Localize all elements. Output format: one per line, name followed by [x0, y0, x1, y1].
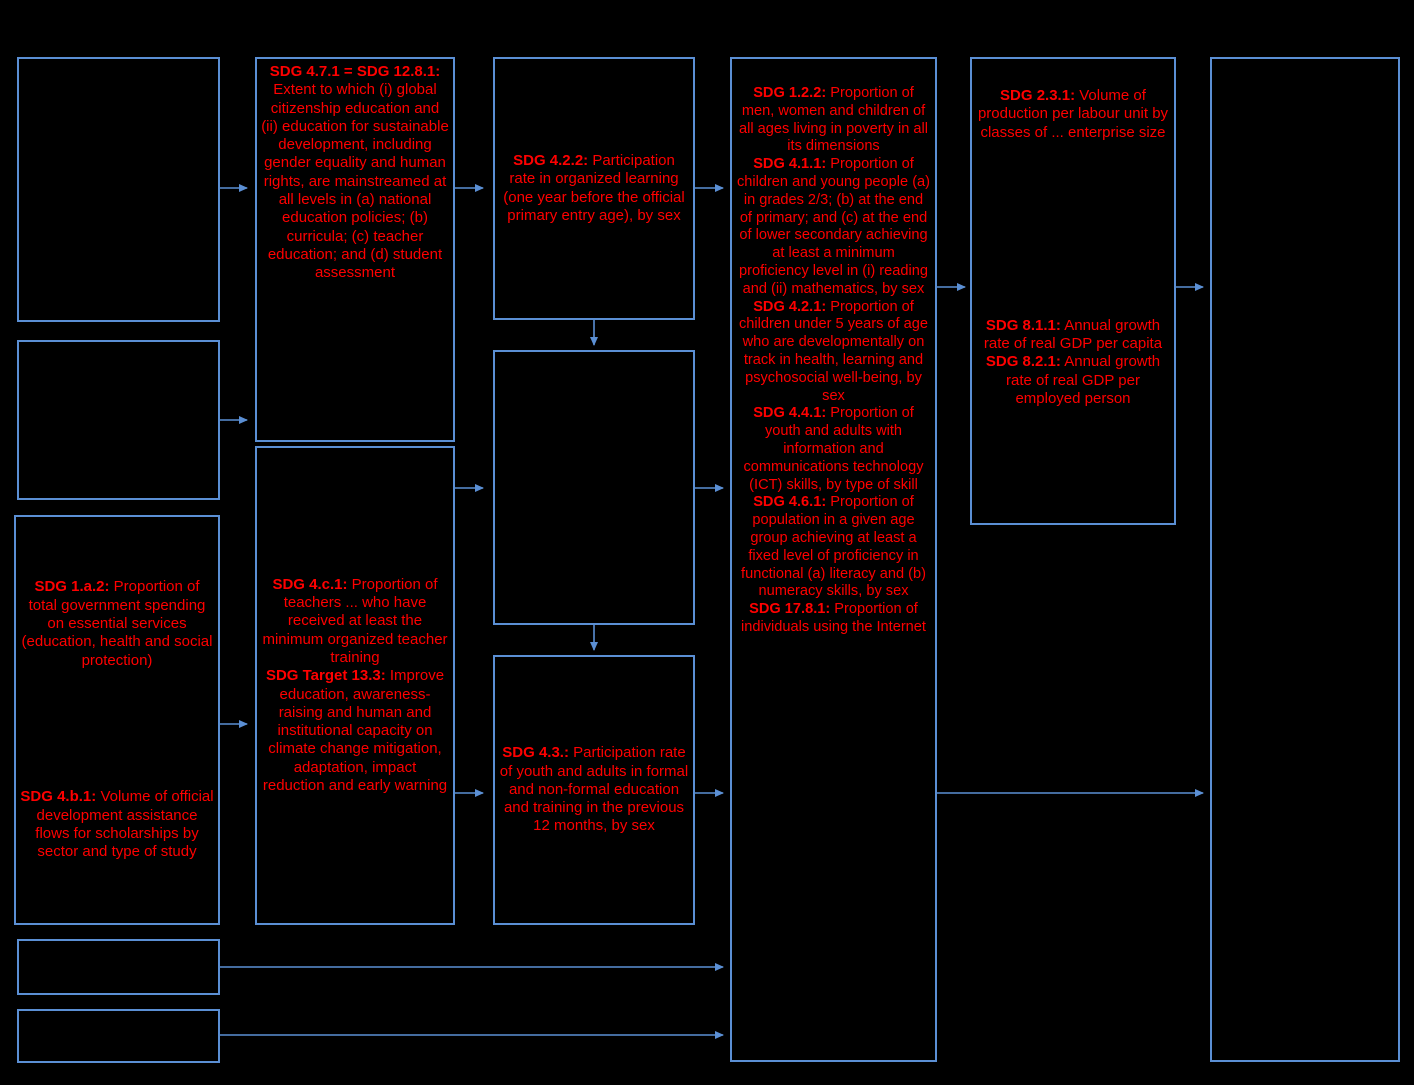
- box-col1-3-line-1: SDG 1.a.2: Proportion of total governmen…: [20, 578, 214, 669]
- sdg-text-422: Participation rate in organized learning…: [503, 151, 685, 224]
- box-col4-1-line-6: SDG 17.8.1: Proportion of individuals us…: [736, 601, 931, 637]
- sdg-label-43: SDG 4.3.:: [502, 744, 569, 762]
- box-col2-2-line-1: SDG 4.c.1: Proportion of teachers ... wh…: [261, 576, 449, 667]
- sdg-text-811: Annual growth rate of real GDP per capit…: [983, 316, 1163, 353]
- sdg-label-461: SDG 4.6.1:: [753, 494, 827, 511]
- box-col1-2[interactable]: [17, 340, 220, 500]
- box-col5-1-line-2: SDG 8.1.1: Annual growth rate of real GD…: [976, 317, 1170, 354]
- sdg-label-421: SDG 4.2.1:: [753, 298, 827, 315]
- sdg-label-441: SDG 4.4.1:: [753, 405, 827, 422]
- sdg-text-471: Extent to which (i) global citizenship e…: [261, 81, 449, 282]
- sdg-text-231: Volume of production per labour unit by …: [977, 87, 1169, 141]
- box-col3-2[interactable]: [493, 350, 695, 625]
- sdg-text-133: Improve education, awareness-raising and…: [262, 667, 448, 794]
- sdg-label-821: SDG 8.2.1:: [985, 353, 1061, 371]
- sdg-text-441: Proportion of youth and adults with info…: [743, 405, 924, 493]
- box-col2-2-line-2: SDG Target 13.3: Improve education, awar…: [261, 667, 449, 795]
- box-col1-3[interactable]: SDG 1.a.2: Proportion of total governmen…: [14, 515, 220, 925]
- box-col3-1[interactable]: SDG 4.2.2: Participation rate in organiz…: [493, 57, 695, 320]
- box-col4-1-line-3: SDG 4.2.1: Proportion of children under …: [736, 299, 931, 406]
- sdg-label-811: SDG 8.1.1:: [985, 316, 1061, 334]
- box-col2-1-line-1: SDG 4.7.1 = SDG 12.8.1: Extent to which …: [261, 63, 449, 283]
- sdg-text-461: Proportion of population in a given age …: [741, 494, 926, 600]
- sdg-text-421: Proportion of children under 5 years of …: [738, 298, 929, 404]
- box-col3-1-line-1: SDG 4.2.2: Participation rate in organiz…: [499, 152, 689, 225]
- box-col2-1[interactable]: SDG 4.7.1 = SDG 12.8.1: Extent to which …: [255, 57, 455, 442]
- box-col3-3-line-1: SDG 4.3.: Participation rate of youth an…: [499, 744, 689, 835]
- box-col4-1[interactable]: SDG 1.2.2: Proportion of men, women and …: [730, 57, 937, 1062]
- box-col1-5[interactable]: [17, 1009, 220, 1063]
- box-col5-1[interactable]: SDG 2.3.1: Volume of production per labo…: [970, 57, 1176, 525]
- box-col6-1[interactable]: [1210, 57, 1400, 1062]
- box-col1-4[interactable]: [17, 939, 220, 995]
- sdg-text-1781: Proportion of individuals using the Inte…: [741, 601, 926, 635]
- box-col1-1[interactable]: [17, 57, 220, 322]
- box-col1-3-line-2: SDG 4.b.1: Volume of official developmen…: [20, 788, 214, 861]
- sdg-text-4c1: Proportion of teachers ... who have rece…: [262, 575, 448, 666]
- sdg-label-411: SDG 4.1.1:: [753, 156, 827, 173]
- sdg-text-821: Annual growth rate of real GDP per emplo…: [1006, 353, 1161, 408]
- box-col4-1-line-5: SDG 4.6.1: Proportion of population in a…: [736, 494, 931, 601]
- sdg-label-4b1: SDG 4.b.1:: [20, 788, 97, 806]
- sdg-text-122: Proportion of men, women and children of…: [738, 85, 928, 155]
- sdg-label-471: SDG 4.7.1 = SDG 12.8.1:: [269, 63, 441, 80]
- sdg-label-4c1: SDG 4.c.1:: [272, 575, 348, 593]
- sdg-text-411: Proportion of children and young people …: [736, 156, 931, 297]
- sdg-label-422: SDG 4.2.2:: [513, 151, 589, 169]
- sdg-label-1781: SDG 17.8.1:: [749, 601, 831, 618]
- box-col4-1-line-1: SDG 1.2.2: Proportion of men, women and …: [736, 85, 931, 156]
- sdg-text-1a2: Proportion of total government spending …: [21, 578, 213, 669]
- box-col5-1-line-3: SDG 8.2.1: Annual growth rate of real GD…: [976, 353, 1170, 408]
- box-col3-3[interactable]: SDG 4.3.: Participation rate of youth an…: [493, 655, 695, 925]
- sdg-label-1a2: SDG 1.a.2:: [34, 578, 110, 596]
- box-col2-2[interactable]: SDG 4.c.1: Proportion of teachers ... wh…: [255, 446, 455, 925]
- box-col5-1-line-1: SDG 2.3.1: Volume of production per labo…: [976, 87, 1170, 142]
- box-col4-1-line-4: SDG 4.4.1: Proportion of youth and adult…: [736, 405, 931, 494]
- sdg-text-43: Participation rate of youth and adults i…: [499, 744, 689, 835]
- sdg-label-122: SDG 1.2.2:: [753, 85, 827, 101]
- box-col4-1-line-2: SDG 4.1.1: Proportion of children and yo…: [736, 156, 931, 298]
- sdg-label-133: SDG Target 13.3:: [265, 667, 386, 685]
- sdg-label-231: SDG 2.3.1:: [1000, 87, 1076, 104]
- sdg-text-4b1: Volume of official development assistanc…: [35, 788, 214, 861]
